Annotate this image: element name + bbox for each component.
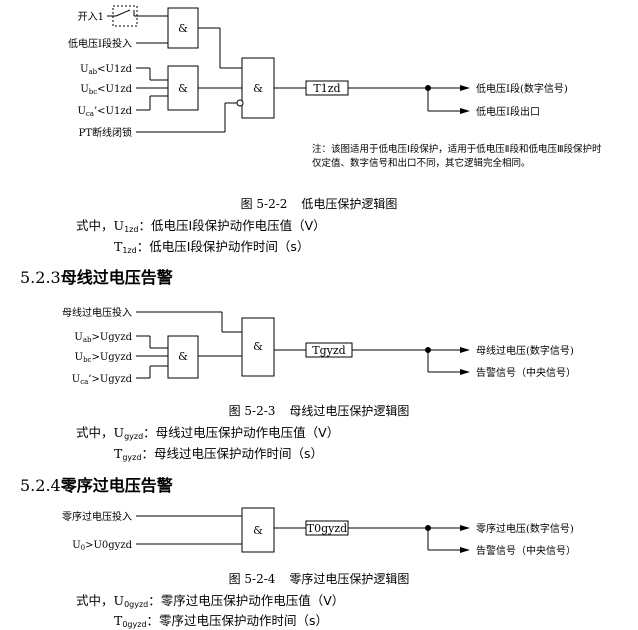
input-kairu1-label: 开入1 [78,12,104,23]
output-bus-ov-digital: 母线过电压(数字信号) [476,344,574,357]
input-uab-ov-label: Uab>Ugyzd [74,332,132,344]
and-gate-zero-seq: & [253,524,263,537]
timer-t0gyzd: T0gyzd [307,522,347,535]
timer-tgyzd: Tgyzd [312,344,345,357]
input-zero-seq-enable-label: 零序过电压投入 [62,510,132,523]
input-bus-ov-enable-label: 母线过电压投入 [62,306,132,319]
definition-ugyzd: 式中，Ugyzd：母线过电压保护动作电压值（V） [76,425,340,441]
input-low-voltage-enable-label: 低电压Ⅰ段投入 [68,37,132,50]
timer-t1zd: T1zd [313,82,340,95]
output-trip: 低电压Ⅰ段出口 [476,105,540,118]
input-ubc-ov-label: Ubc>Ugyzd [75,352,133,364]
low-voltage-logic-diagram: 开入1 低电压Ⅰ段投入 Uab<U1zd Ubc<U1zd Uca’<U1zd … [68,5,568,139]
input-ubc-label: Ubc<U1zd [80,84,132,96]
bus-overvoltage-logic-diagram: 母线过电压投入 Uab>Ugyzd Ubc>Ugyzd Uca’>Ugyzd &… [62,306,576,386]
input-pt-break-label: PT断线闭锁 [79,126,132,139]
output-bus-alarm: 告警信号（中央信号） [476,366,576,379]
and-gate-3: & [253,82,263,95]
input-uca-ov-label: Uca’>Ugyzd [72,374,133,386]
and-gate-2: & [178,82,188,95]
and-gate-1: & [178,22,188,35]
input-u0-label: U0>U0gyzd [72,540,132,552]
definition-t1zd: T1zd：低电压Ⅰ段保护动作时间（s） [114,239,310,255]
zero-seq-overvoltage-logic-diagram: 零序过电压投入 U0>U0gyzd & T0gyzd 零序过电压(数字信号) 告… [62,507,576,557]
definition-t0gyzd: T0gyzd：零序过电压保护动作时间（s） [114,613,329,629]
output-zero-seq-alarm: 告警信号（中央信号） [476,544,576,557]
definition-u0gyzd: 式中，U0gyzd：零序过电压保护动作电压值（V） [76,593,345,609]
section-heading-5-2-4: 5.2.4零序过电压告警 [20,476,173,495]
diagram-note: 注：该图适用于低电压Ⅰ段保护，适用于低电压Ⅱ段和低电压Ⅲ段保护时仅定值、数字信号… [312,144,602,169]
and-gate-bus-inner: & [178,350,188,363]
definition-tgyzd: Tgyzd：母线过电压保护动作时间（s） [114,446,323,462]
and-gate-bus-outer: & [253,340,263,353]
output-zero-seq-digital: 零序过电压(数字信号) [476,522,574,535]
output-digital-signal: 低电压Ⅰ段(数字信号) [476,82,568,95]
definition-u1zd: 式中，U1zd：低电压Ⅰ段保护动作电压值（V） [76,218,326,234]
input-uab-label: Uab<U1zd [80,64,133,76]
input-uca-label: Uca’<U1zd [77,106,132,118]
section-heading-5-2-3: 5.2.3母线过电压告警 [20,268,173,287]
